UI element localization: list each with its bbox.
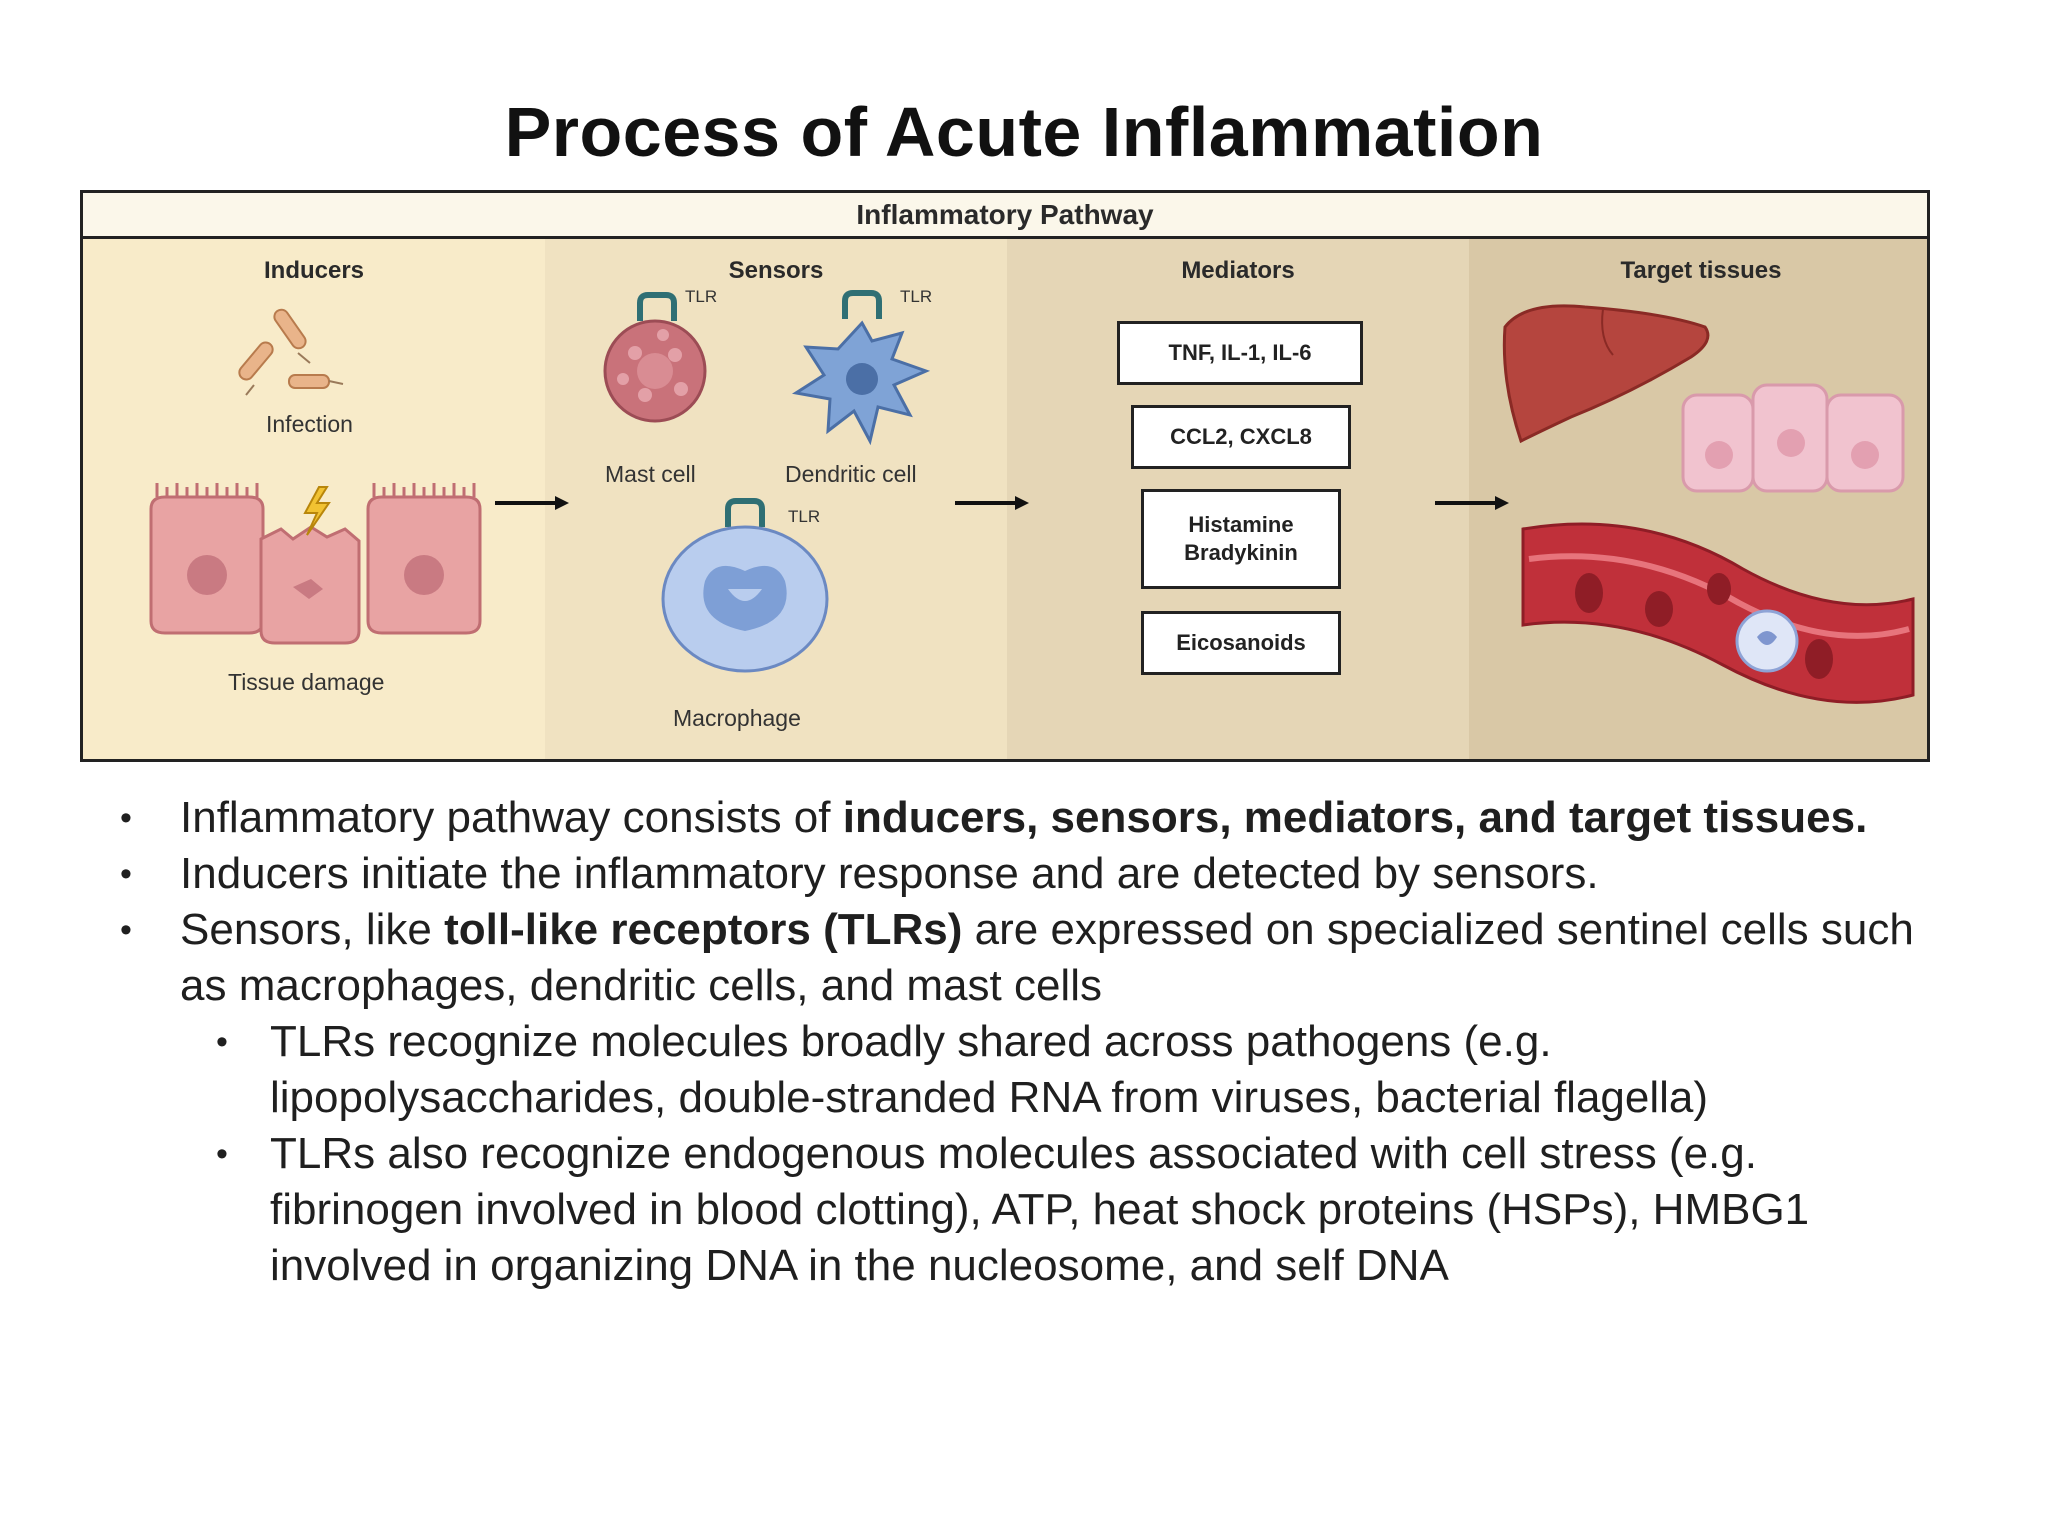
target-tissues-title: Target tissues (1620, 257, 1782, 284)
mediator-box-cytokines: TNF, IL-1, IL-6 (1117, 321, 1363, 385)
mediator-box-amines: Histamine Bradykinin (1141, 489, 1341, 589)
mediator-box-eicosanoids: Eicosanoids (1141, 611, 1341, 675)
bullet-text-segment: TLRs also recognize endogenous molecules… (270, 1129, 1810, 1290)
bullet-item: Inflammatory pathway consists of inducer… (120, 790, 1920, 846)
liver-illustration (1502, 304, 1710, 444)
bullet-text-segment: TLRs recognize molecules broadly shared … (270, 1017, 1709, 1122)
dendritic-cell-label: Dendritic cell (785, 461, 917, 487)
bullet-text-segment: Inflammatory pathway consists of (180, 793, 843, 842)
target-tissues-panel: Target tissues (1469, 239, 1927, 759)
figure-header: Inflammatory Pathway (83, 193, 1927, 239)
bullet-text-segment: are expressed on specialized sentinel ce… (180, 905, 1914, 1010)
arrow-inducers-to-sensors (495, 496, 569, 510)
bullet-text-segment: toll-like receptors (TLRs) (444, 905, 963, 954)
epithelial-cells-illustration (1681, 383, 1905, 493)
mast-cell-illustration (603, 292, 707, 423)
bullet-list: Inflammatory pathway consists of inducer… (120, 790, 1920, 1294)
bullet-text-segment: Inducers initiate the inflammatory respo… (180, 849, 1599, 898)
bullet-item: Sensors, like toll-like receptors (TLRs)… (120, 902, 1920, 1014)
tlr-label-macrophage: TLR (788, 507, 821, 526)
slide-title: Process of Acute Inflammation (504, 93, 1544, 171)
inducers-panel: Inducers Infection (83, 239, 545, 759)
mediators-title: Mediators (1181, 257, 1295, 284)
macrophage-label: Macrophage (673, 705, 801, 731)
arrow-mediators-to-targets (1435, 496, 1509, 510)
bacteria-illustration (238, 308, 344, 396)
tissue-damage-label: Tissue damage (228, 669, 385, 695)
dendritic-cell-illustration (791, 290, 931, 446)
damaged-tissue-illustration (149, 483, 482, 645)
mediator-box-chemokines: CCL2, CXCL8 (1131, 405, 1351, 469)
inflammatory-pathway-figure: Inflammatory Pathway Inducers Infection (80, 190, 1930, 762)
mast-cell-label: Mast cell (605, 461, 696, 487)
mediator-box-amines-text: Histamine Bradykinin (1184, 512, 1298, 565)
infection-label: Infection (266, 411, 353, 437)
bullet-item: Inducers initiate the inflammatory respo… (120, 846, 1920, 902)
bullet-text-segment: inducers, sensors, mediators, and target… (842, 793, 1868, 842)
blood-vessel-illustration (1521, 522, 1915, 704)
macrophage-illustration (661, 498, 829, 673)
sub-bullet-item: TLRs also recognize endogenous molecules… (216, 1126, 1920, 1294)
sub-bullet-item: TLRs recognize molecules broadly shared … (216, 1014, 1920, 1126)
tlr-label-dendritic: TLR (900, 287, 933, 306)
arrow-sensors-to-mediators (955, 496, 1029, 510)
inducers-title: Inducers (263, 257, 365, 284)
bullet-text-segment: Sensors, like (180, 905, 445, 954)
mediators-panel: Mediators TNF, IL-1, IL-6 CCL2, CXCL8 Hi… (1007, 239, 1469, 759)
tlr-label-mast: TLR (685, 287, 718, 306)
sensors-panel: Sensors TLR TLR Mast cell Dendritic cell… (545, 239, 1007, 759)
sensors-title: Sensors (728, 257, 824, 284)
